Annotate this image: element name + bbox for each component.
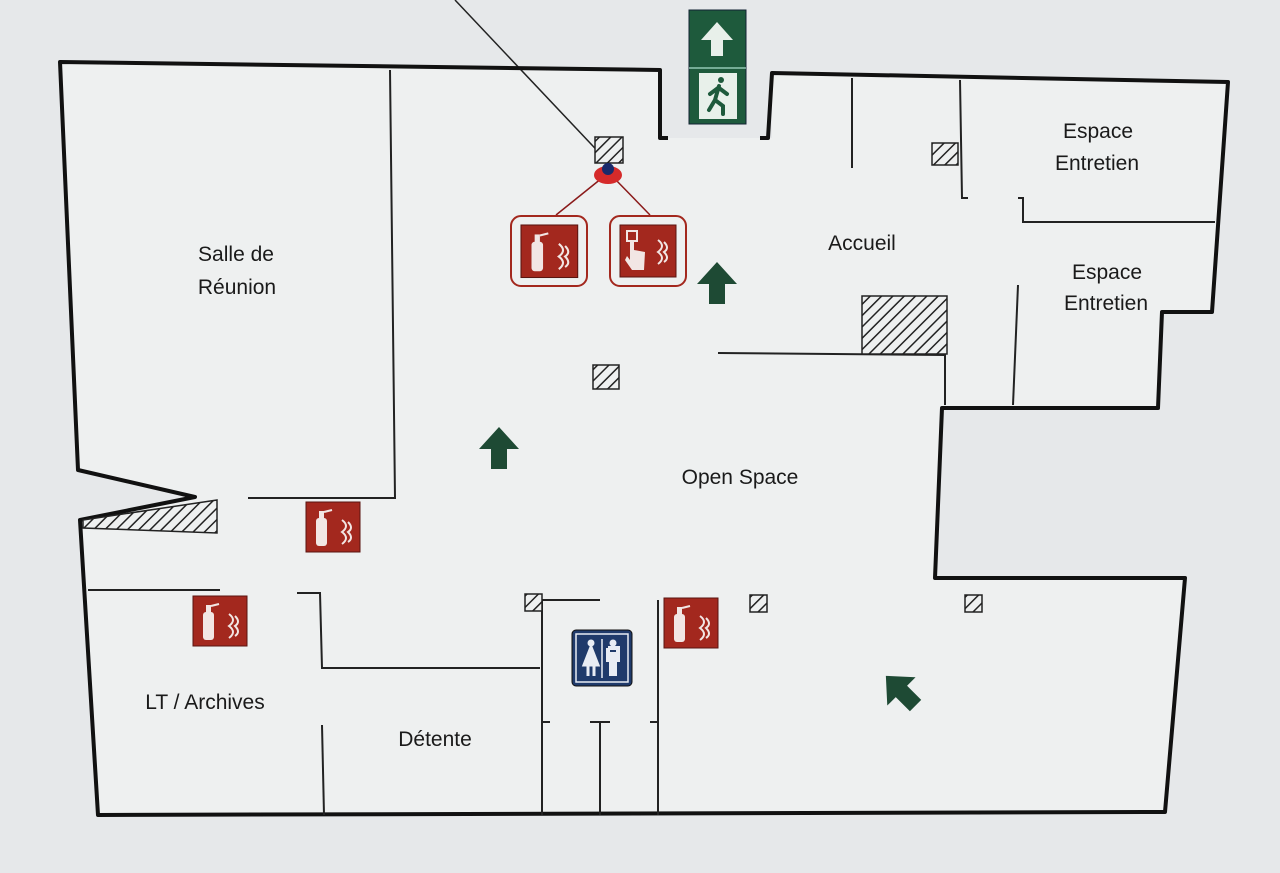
room-label-accueil: Accueil — [828, 232, 896, 255]
you-are-here-marker — [555, 163, 651, 216]
fire-extinguisher-icon — [510, 215, 588, 287]
emergency-exit-sign — [688, 9, 747, 125]
fire-alarm-call-point-icon — [609, 215, 687, 287]
arrow-up-icon — [701, 22, 733, 56]
pointer-line — [454, 0, 609, 163]
room-label-detente: Détente — [398, 728, 472, 751]
outer-wall-west — [58, 60, 1230, 817]
room-label-espace-entretien-2b: Entretien — [1064, 292, 1148, 315]
room-label-lt-archives: LT / Archives — [145, 691, 264, 714]
fire-extinguisher-icon — [305, 501, 361, 553]
room-label-espace-entretien-1b: Entretien — [1055, 152, 1139, 175]
hatched-column — [82, 136, 983, 613]
running-man-icon — [707, 77, 729, 116]
room-label-open-space: Open Space — [682, 466, 799, 489]
room-label-salle-reunion-1: Salle de — [198, 243, 274, 266]
room-label-espace-entretien-1a: Espace — [1063, 120, 1133, 143]
room-label-espace-entretien-2a: Espace — [1072, 261, 1142, 284]
fire-extinguisher-icon — [192, 595, 248, 647]
room-label-salle-reunion-2: Réunion — [198, 276, 276, 299]
interior-walls — [88, 69, 1215, 816]
restroom-sign — [571, 629, 633, 687]
fire-extinguisher-icon — [663, 597, 719, 649]
